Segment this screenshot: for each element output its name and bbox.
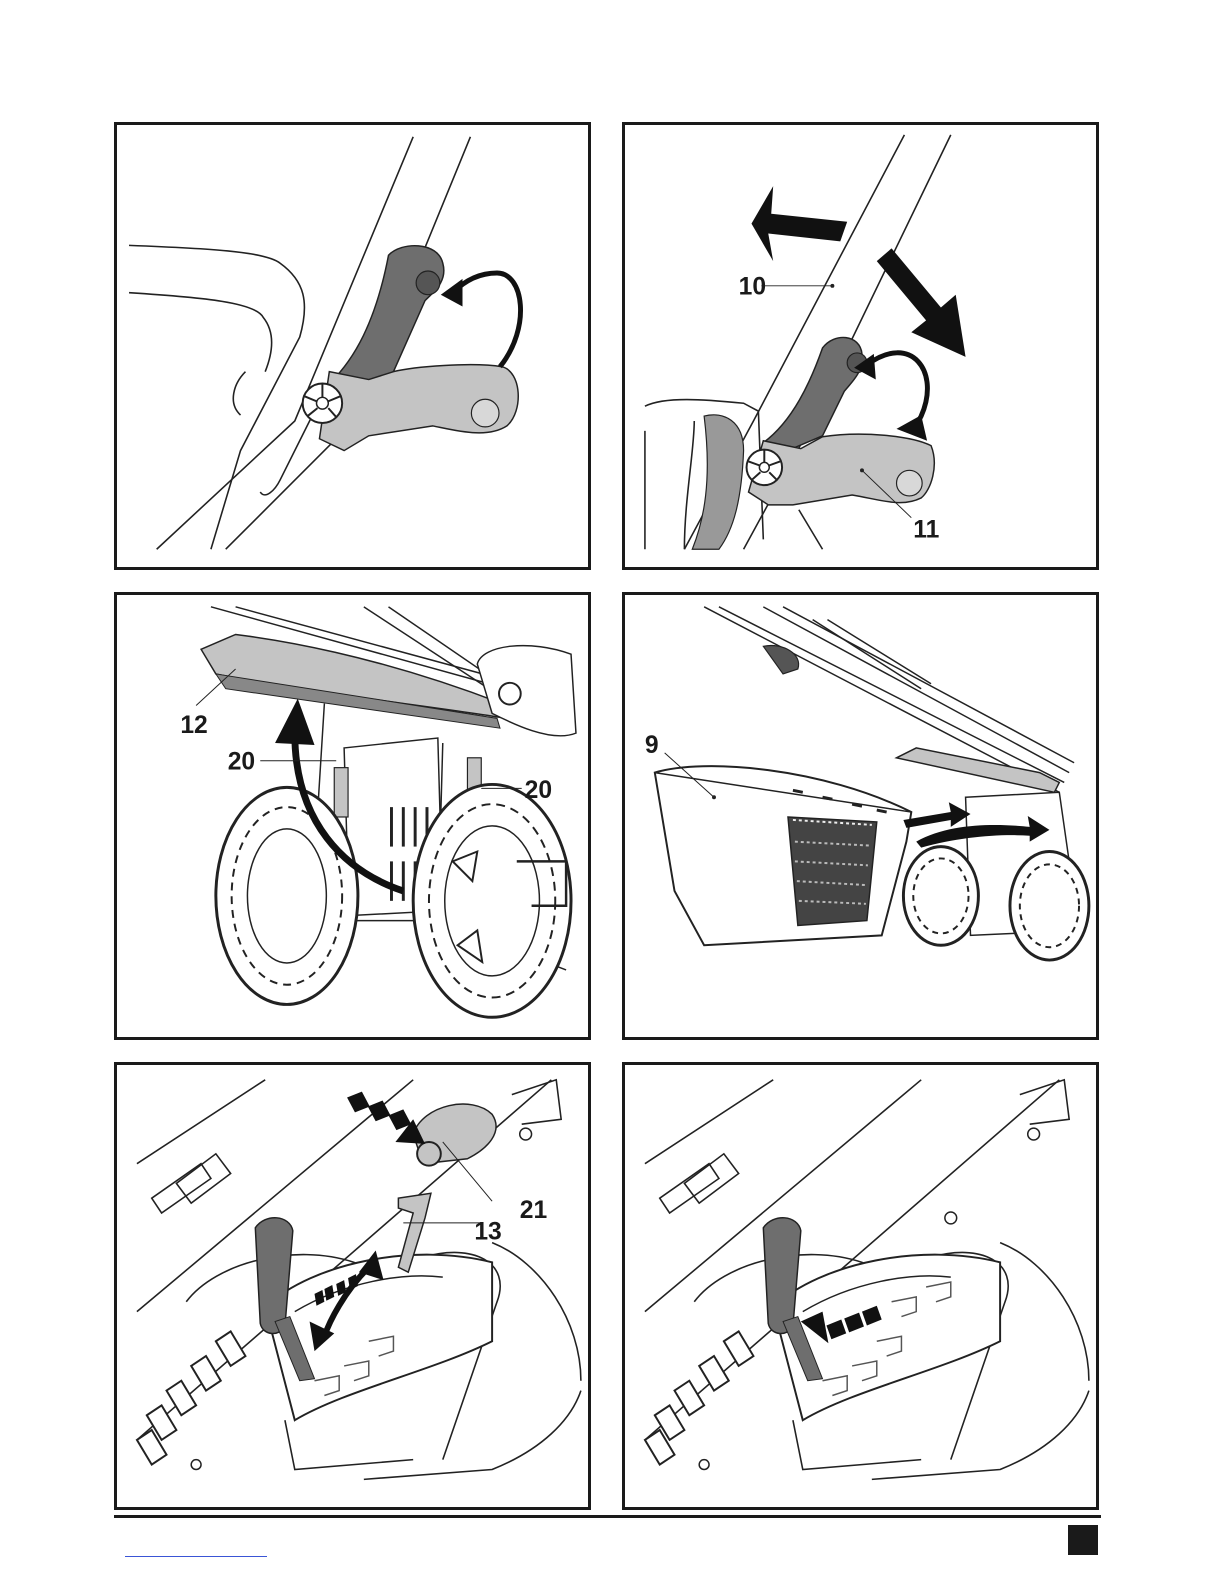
callout-20-left: 20	[228, 749, 255, 776]
callout-10: 10	[739, 274, 766, 301]
footer-rule	[114, 1515, 1101, 1518]
figure-height-adjust-press: 21 13	[114, 1062, 591, 1510]
figure-rear-flap-lift: 12 20 20	[114, 592, 591, 1040]
callout-11: 11	[913, 516, 939, 543]
illustration-handle-fold: 10 11	[625, 125, 1096, 567]
illustration-height-adjust: 21 13	[117, 1065, 588, 1507]
callout-13: 13	[474, 1219, 501, 1246]
locking-knob-icon	[747, 450, 783, 486]
curved-arrow-icon	[441, 273, 521, 367]
figure-grass-box-fit: 9	[622, 592, 1099, 1040]
figure-handle-fold: 10 11	[622, 122, 1099, 570]
illustration-grass-box: 9	[625, 595, 1096, 1037]
callout-20-right: 20	[525, 777, 552, 804]
callout-9: 9	[645, 732, 659, 759]
straight-arrow-icon	[751, 186, 965, 357]
footer-link-underline[interactable]	[125, 1556, 267, 1557]
locking-knob-icon	[303, 383, 342, 422]
curved-arrow-icon	[854, 353, 927, 441]
figure-handle-clamp-open	[114, 122, 591, 570]
page-marker-block	[1068, 1525, 1098, 1555]
callout-12: 12	[180, 712, 207, 739]
grass-box	[655, 766, 912, 945]
illustration-rear-flap: 12 20 20	[117, 595, 588, 1037]
illustration-height-release	[625, 1065, 1096, 1507]
rear-wheel-left	[216, 787, 358, 1004]
figure-height-adjust-release	[622, 1062, 1099, 1510]
callout-21: 21	[520, 1197, 548, 1224]
illustration-handle-clamp	[117, 125, 588, 567]
rear-wheel-right	[413, 784, 571, 1017]
